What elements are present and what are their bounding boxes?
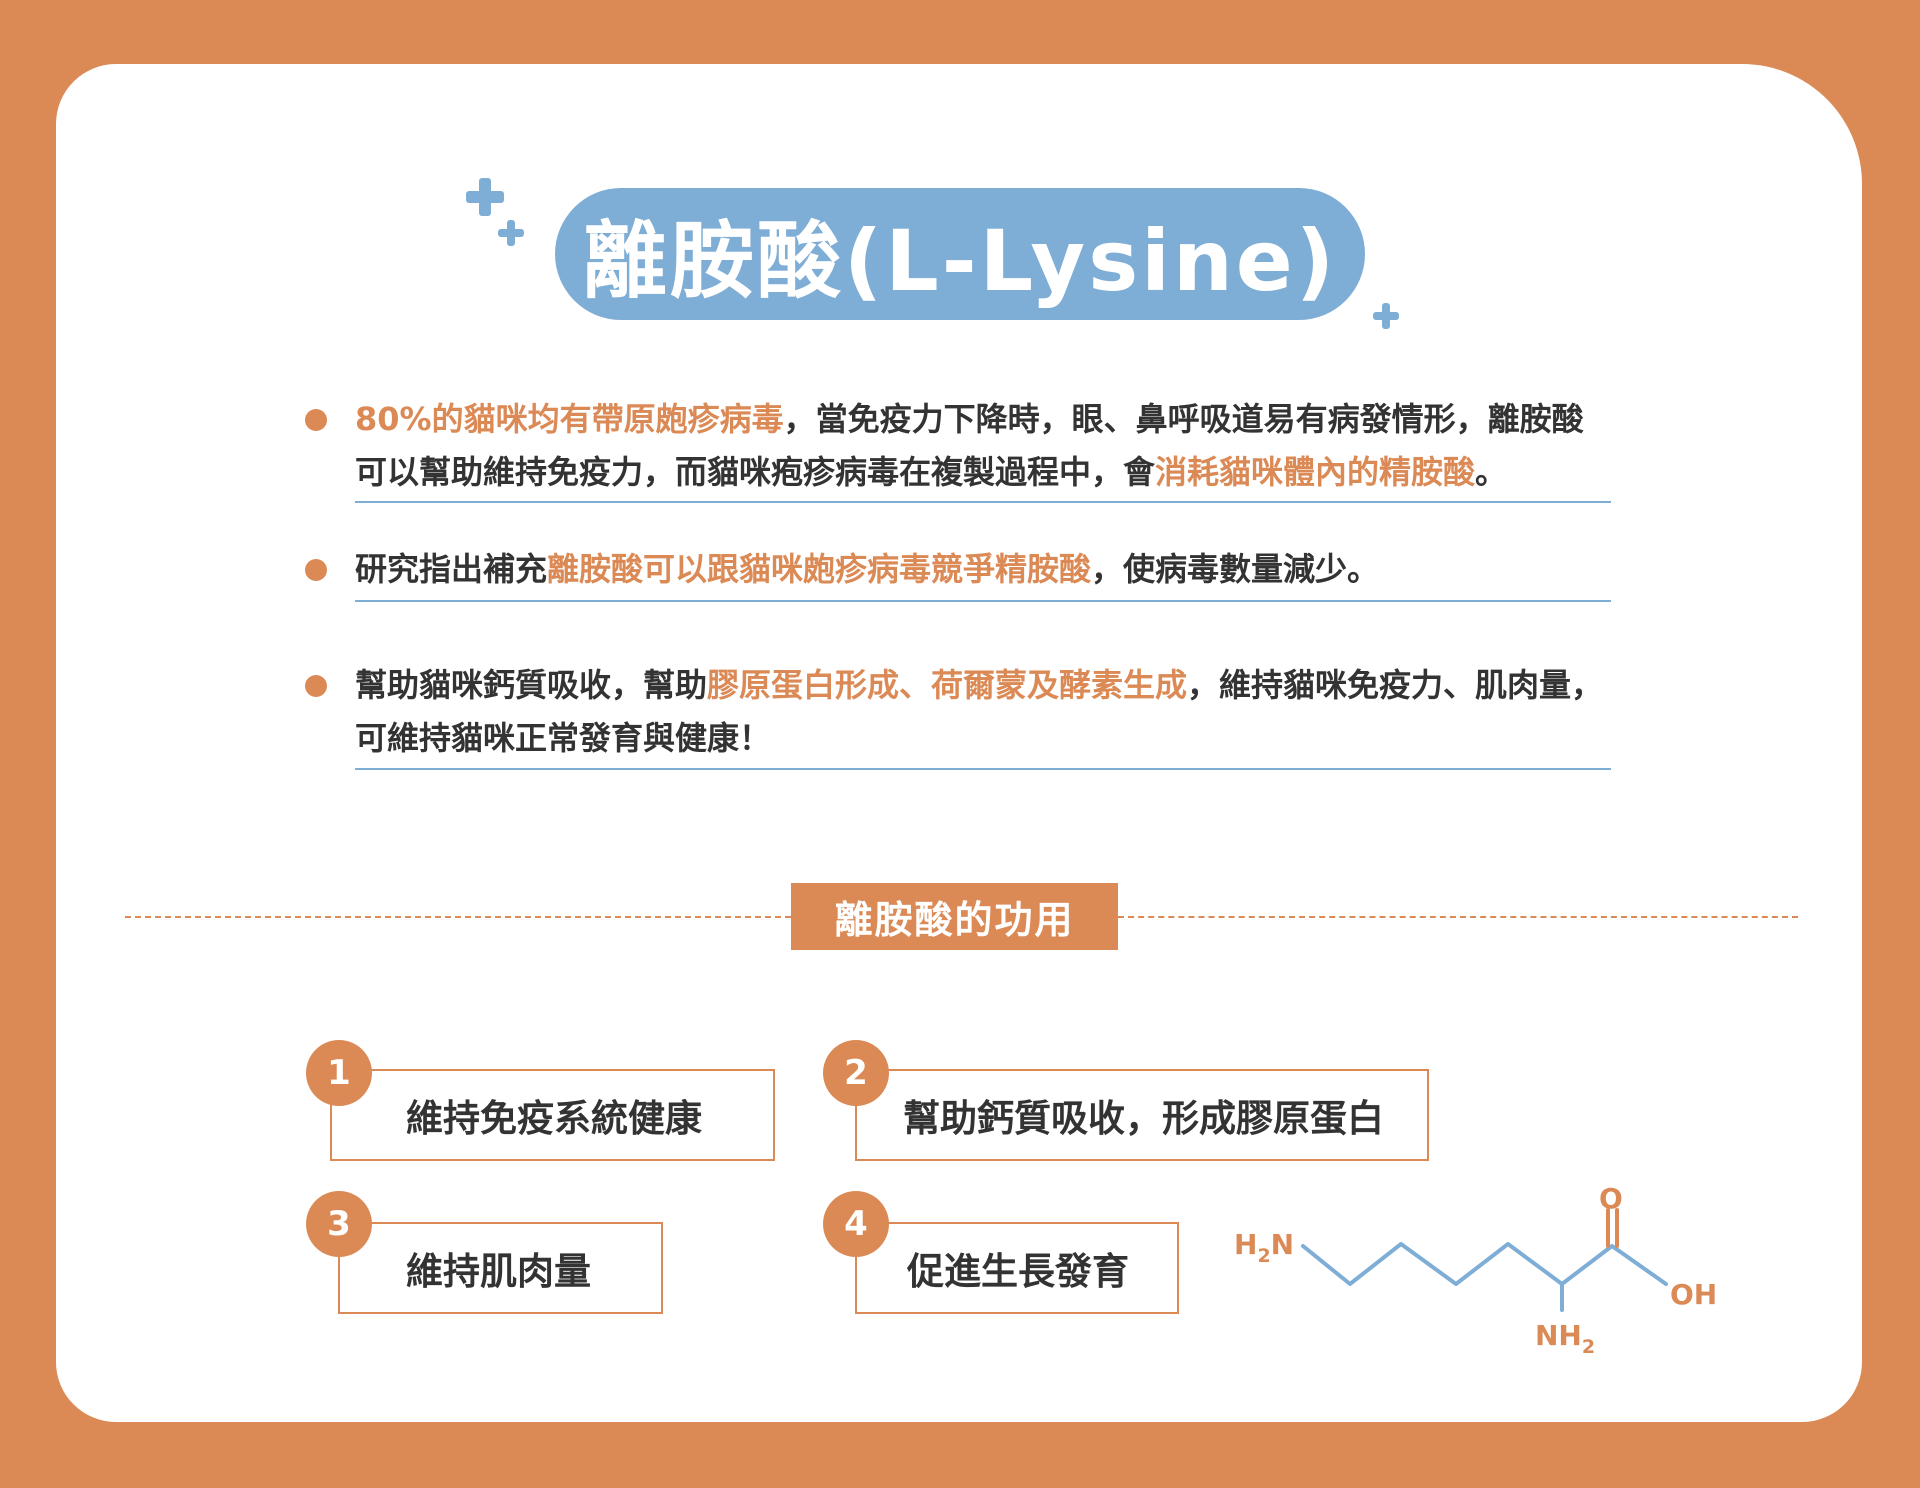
hydroxyl-label: OH bbox=[1670, 1278, 1717, 1311]
bullet-dot-icon bbox=[305, 559, 327, 581]
amine-label: H2N bbox=[1234, 1228, 1294, 1267]
section-title: 離胺酸的功用 bbox=[791, 883, 1118, 950]
plus-icon bbox=[466, 178, 504, 216]
bullet-dot-icon bbox=[305, 409, 327, 431]
function-number-badge: 4 bbox=[823, 1191, 889, 1257]
bullet-text-highlight: 80%的貓咪均有帶原皰疹病毒 bbox=[355, 400, 784, 438]
dashed-divider bbox=[125, 916, 791, 918]
bullet-text-normal: ，維持貓咪免疫力、肌肉量，可維持貓咪正常發育與健康！ bbox=[355, 666, 1604, 757]
divider bbox=[355, 600, 1611, 602]
function-item-2: 幫助鈣質吸收，形成膠原蛋白 bbox=[855, 1069, 1429, 1161]
plus-icon bbox=[1373, 303, 1399, 329]
plus-icon bbox=[498, 220, 524, 246]
bullet-text: 80%的貓咪均有帶原皰疹病毒，當免疫力下降時，眼、鼻呼吸道易有病發情形，離胺酸可… bbox=[355, 393, 1611, 499]
alpha-amine-label: NH2 bbox=[1535, 1319, 1595, 1358]
bullet-text-normal: ，當免疫力下降時，眼、鼻呼吸道易有病發情形，離胺酸可以幫助維持免疫力，而貓咪疱疹… bbox=[355, 400, 1584, 491]
info-bullet: 幫助貓咪鈣質吸收，幫助膠原蛋白形成、荷爾蒙及酵素生成，維持貓咪免疫力、肌肉量，可… bbox=[305, 659, 1611, 771]
carbon-chain bbox=[1301, 1242, 1668, 1286]
bullet-text-normal: 研究指出補充 bbox=[355, 550, 548, 588]
function-item-4: 促進生長發育 bbox=[855, 1222, 1179, 1314]
bullet-text-normal: ，使病毒數量減少。 bbox=[1091, 550, 1380, 588]
page-title: 離胺酸(L-Lysine) bbox=[555, 188, 1365, 320]
dashed-divider bbox=[1118, 916, 1798, 918]
bullet-text-normal: 。 bbox=[1475, 453, 1508, 491]
function-item-1: 維持免疫系統健康 bbox=[330, 1069, 775, 1161]
info-bullet: 80%的貓咪均有帶原皰疹病毒，當免疫力下降時，眼、鼻呼吸道易有病發情形，離胺酸可… bbox=[305, 393, 1611, 505]
function-label: 幫助鈣質吸收，形成膠原蛋白 bbox=[903, 1097, 1384, 1140]
function-label: 促進生長發育 bbox=[907, 1250, 1129, 1293]
bullet-text: 幫助貓咪鈣質吸收，幫助膠原蛋白形成、荷爾蒙及酵素生成，維持貓咪免疫力、肌肉量，可… bbox=[355, 659, 1611, 765]
bullet-text-highlight: 離胺酸可以跟貓咪皰疹病毒競爭精胺酸 bbox=[547, 550, 1092, 588]
bullet-text-highlight: 膠原蛋白形成、荷爾蒙及酵素生成 bbox=[707, 666, 1188, 704]
divider bbox=[355, 501, 1611, 503]
function-label: 維持免疫系統健康 bbox=[406, 1097, 702, 1140]
oxygen-label: O bbox=[1599, 1182, 1623, 1215]
function-number-badge: 3 bbox=[306, 1191, 372, 1257]
function-number-badge: 1 bbox=[306, 1040, 372, 1106]
bullet-text: 研究指出補充離胺酸可以跟貓咪皰疹病毒競爭精胺酸，使病毒數量減少。 bbox=[355, 543, 1611, 596]
function-label: 維持肌肉量 bbox=[406, 1250, 591, 1293]
info-bullet: 研究指出補充離胺酸可以跟貓咪皰疹病毒競爭精胺酸，使病毒數量減少。 bbox=[305, 543, 1611, 605]
bullet-dot-icon bbox=[305, 675, 327, 697]
lysine-structure-diagram: H2N O OH NH2 bbox=[1234, 1182, 1717, 1358]
function-item-3: 維持肌肉量 bbox=[338, 1222, 663, 1314]
bullet-text-normal: 幫助貓咪鈣質吸收，幫助 bbox=[355, 666, 708, 704]
bullet-text-highlight: 消耗貓咪體內的精胺酸 bbox=[1155, 453, 1476, 491]
function-number-badge: 2 bbox=[823, 1040, 889, 1106]
divider bbox=[355, 768, 1611, 770]
